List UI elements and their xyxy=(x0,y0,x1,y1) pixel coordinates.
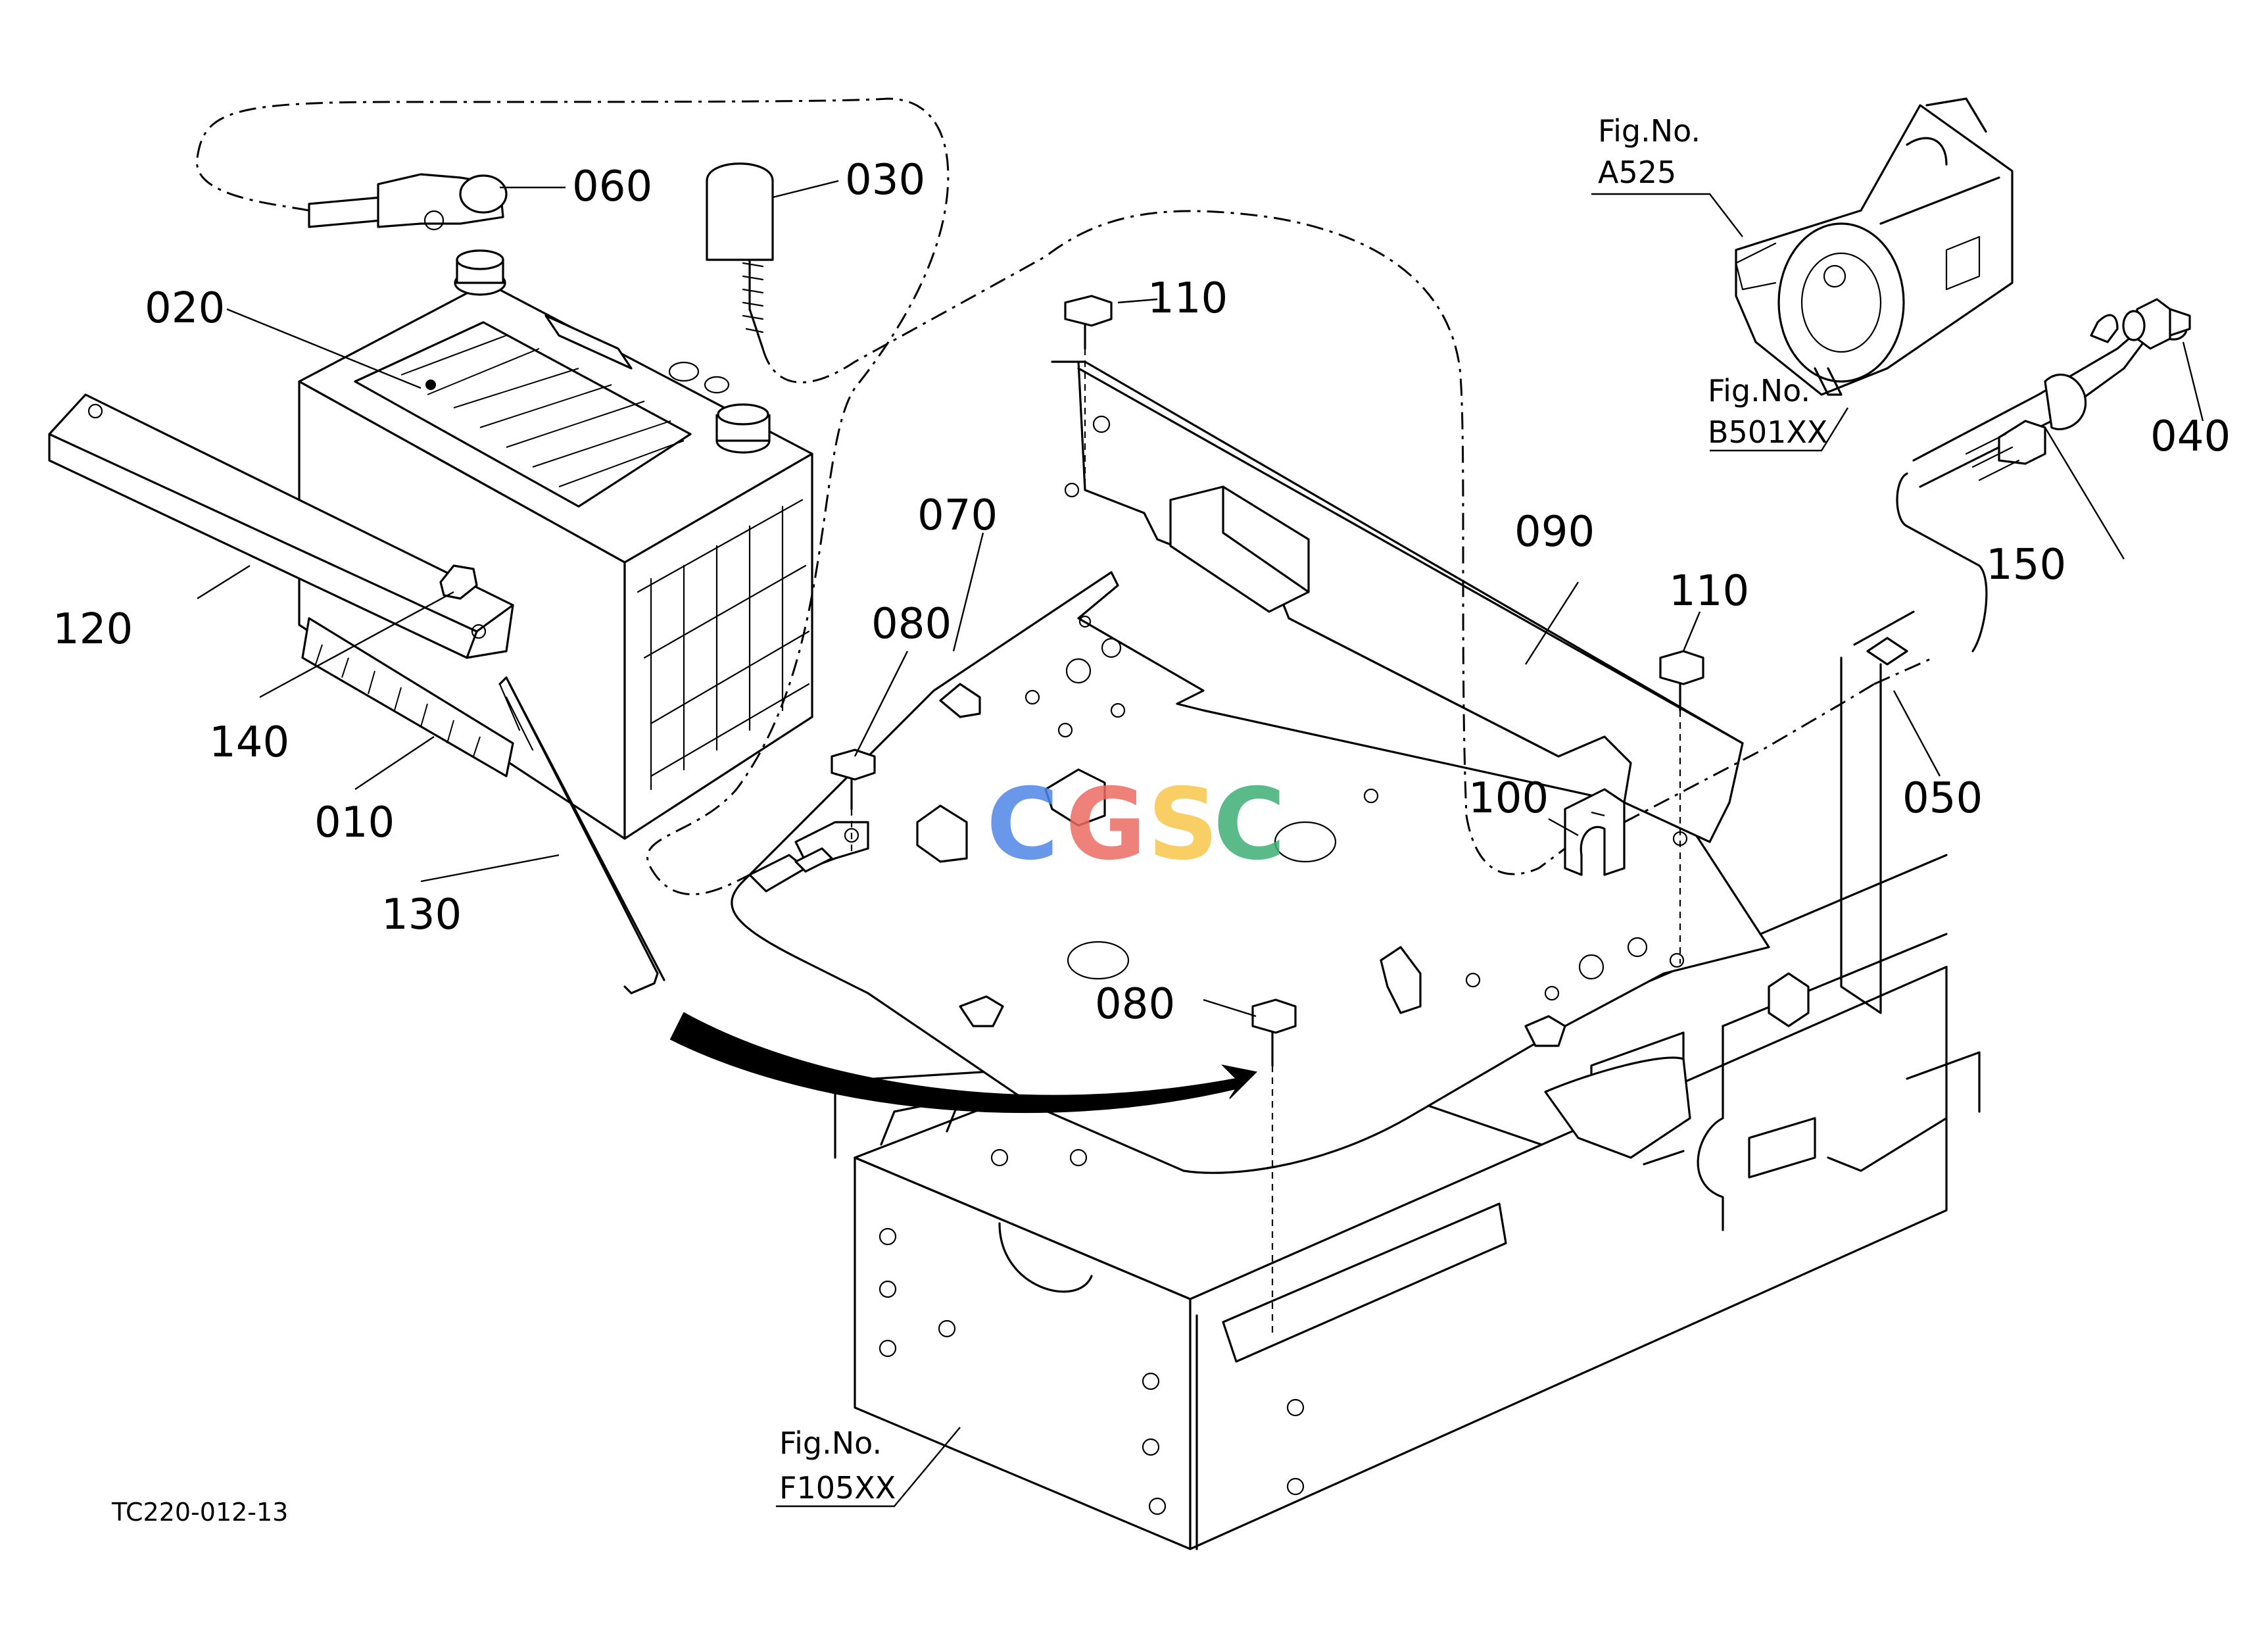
label-100: 100 xyxy=(1468,774,1549,823)
frame-tab xyxy=(1768,972,1810,1027)
mounting-arrow xyxy=(669,1012,1258,1114)
figref-b501-title: Fig.No. xyxy=(1708,373,1810,408)
cable-clip xyxy=(1564,788,1626,876)
bracket-090 xyxy=(1051,360,1744,847)
leader-lines xyxy=(197,180,2204,1508)
part-labels: 060 030 020 120 140 010 130 070 080 080 … xyxy=(53,156,2231,1029)
base-plate xyxy=(731,571,1770,1174)
label-150: 150 xyxy=(1986,541,2066,589)
label-050: 050 xyxy=(1902,774,1983,823)
figref-a525-title: Fig.No. xyxy=(1598,113,1701,149)
watermark-letter-1: C xyxy=(986,768,1059,882)
label-080-lower: 080 xyxy=(1095,980,1175,1029)
figure-references: Fig.No. A525 Fig.No. B501XX Fig.No. F105… xyxy=(779,113,1827,1506)
label-110-lower: 110 xyxy=(1669,567,1749,616)
figref-f105-title: Fig.No. xyxy=(779,1425,882,1461)
watermark: C G S C xyxy=(986,768,1286,882)
drawing-code: TC220-012-13 xyxy=(111,1498,288,1527)
figref-a525-number: A525 xyxy=(1598,155,1676,190)
label-040: 040 xyxy=(2150,412,2231,461)
label-010: 010 xyxy=(314,799,395,847)
battery-holder-bar xyxy=(48,393,514,659)
starter-cable xyxy=(1840,298,2191,1014)
figref-f105-number: F105XX xyxy=(779,1470,896,1506)
hook-rod xyxy=(498,676,665,995)
cable-terminals xyxy=(308,162,869,893)
label-070: 070 xyxy=(917,491,998,540)
watermark-letter-4: C xyxy=(1213,768,1286,882)
label-020: 020 xyxy=(145,284,225,333)
watermark-letter-3: S xyxy=(1147,768,1218,882)
label-080-upper: 080 xyxy=(871,600,952,649)
bolts xyxy=(831,295,1704,1067)
dashed-cables xyxy=(196,97,1934,1335)
label-030: 030 xyxy=(845,156,925,205)
label-130: 130 xyxy=(381,891,462,939)
figref-b501-number: B501XX xyxy=(1708,414,1827,450)
label-090: 090 xyxy=(1514,508,1595,556)
label-060: 060 xyxy=(572,162,652,211)
starter-motor xyxy=(1735,97,2014,396)
label-140: 140 xyxy=(209,718,289,767)
watermark-letter-2: G xyxy=(1065,768,1146,882)
label-110-upper: 110 xyxy=(1147,274,1228,323)
label-120: 120 xyxy=(53,605,133,654)
